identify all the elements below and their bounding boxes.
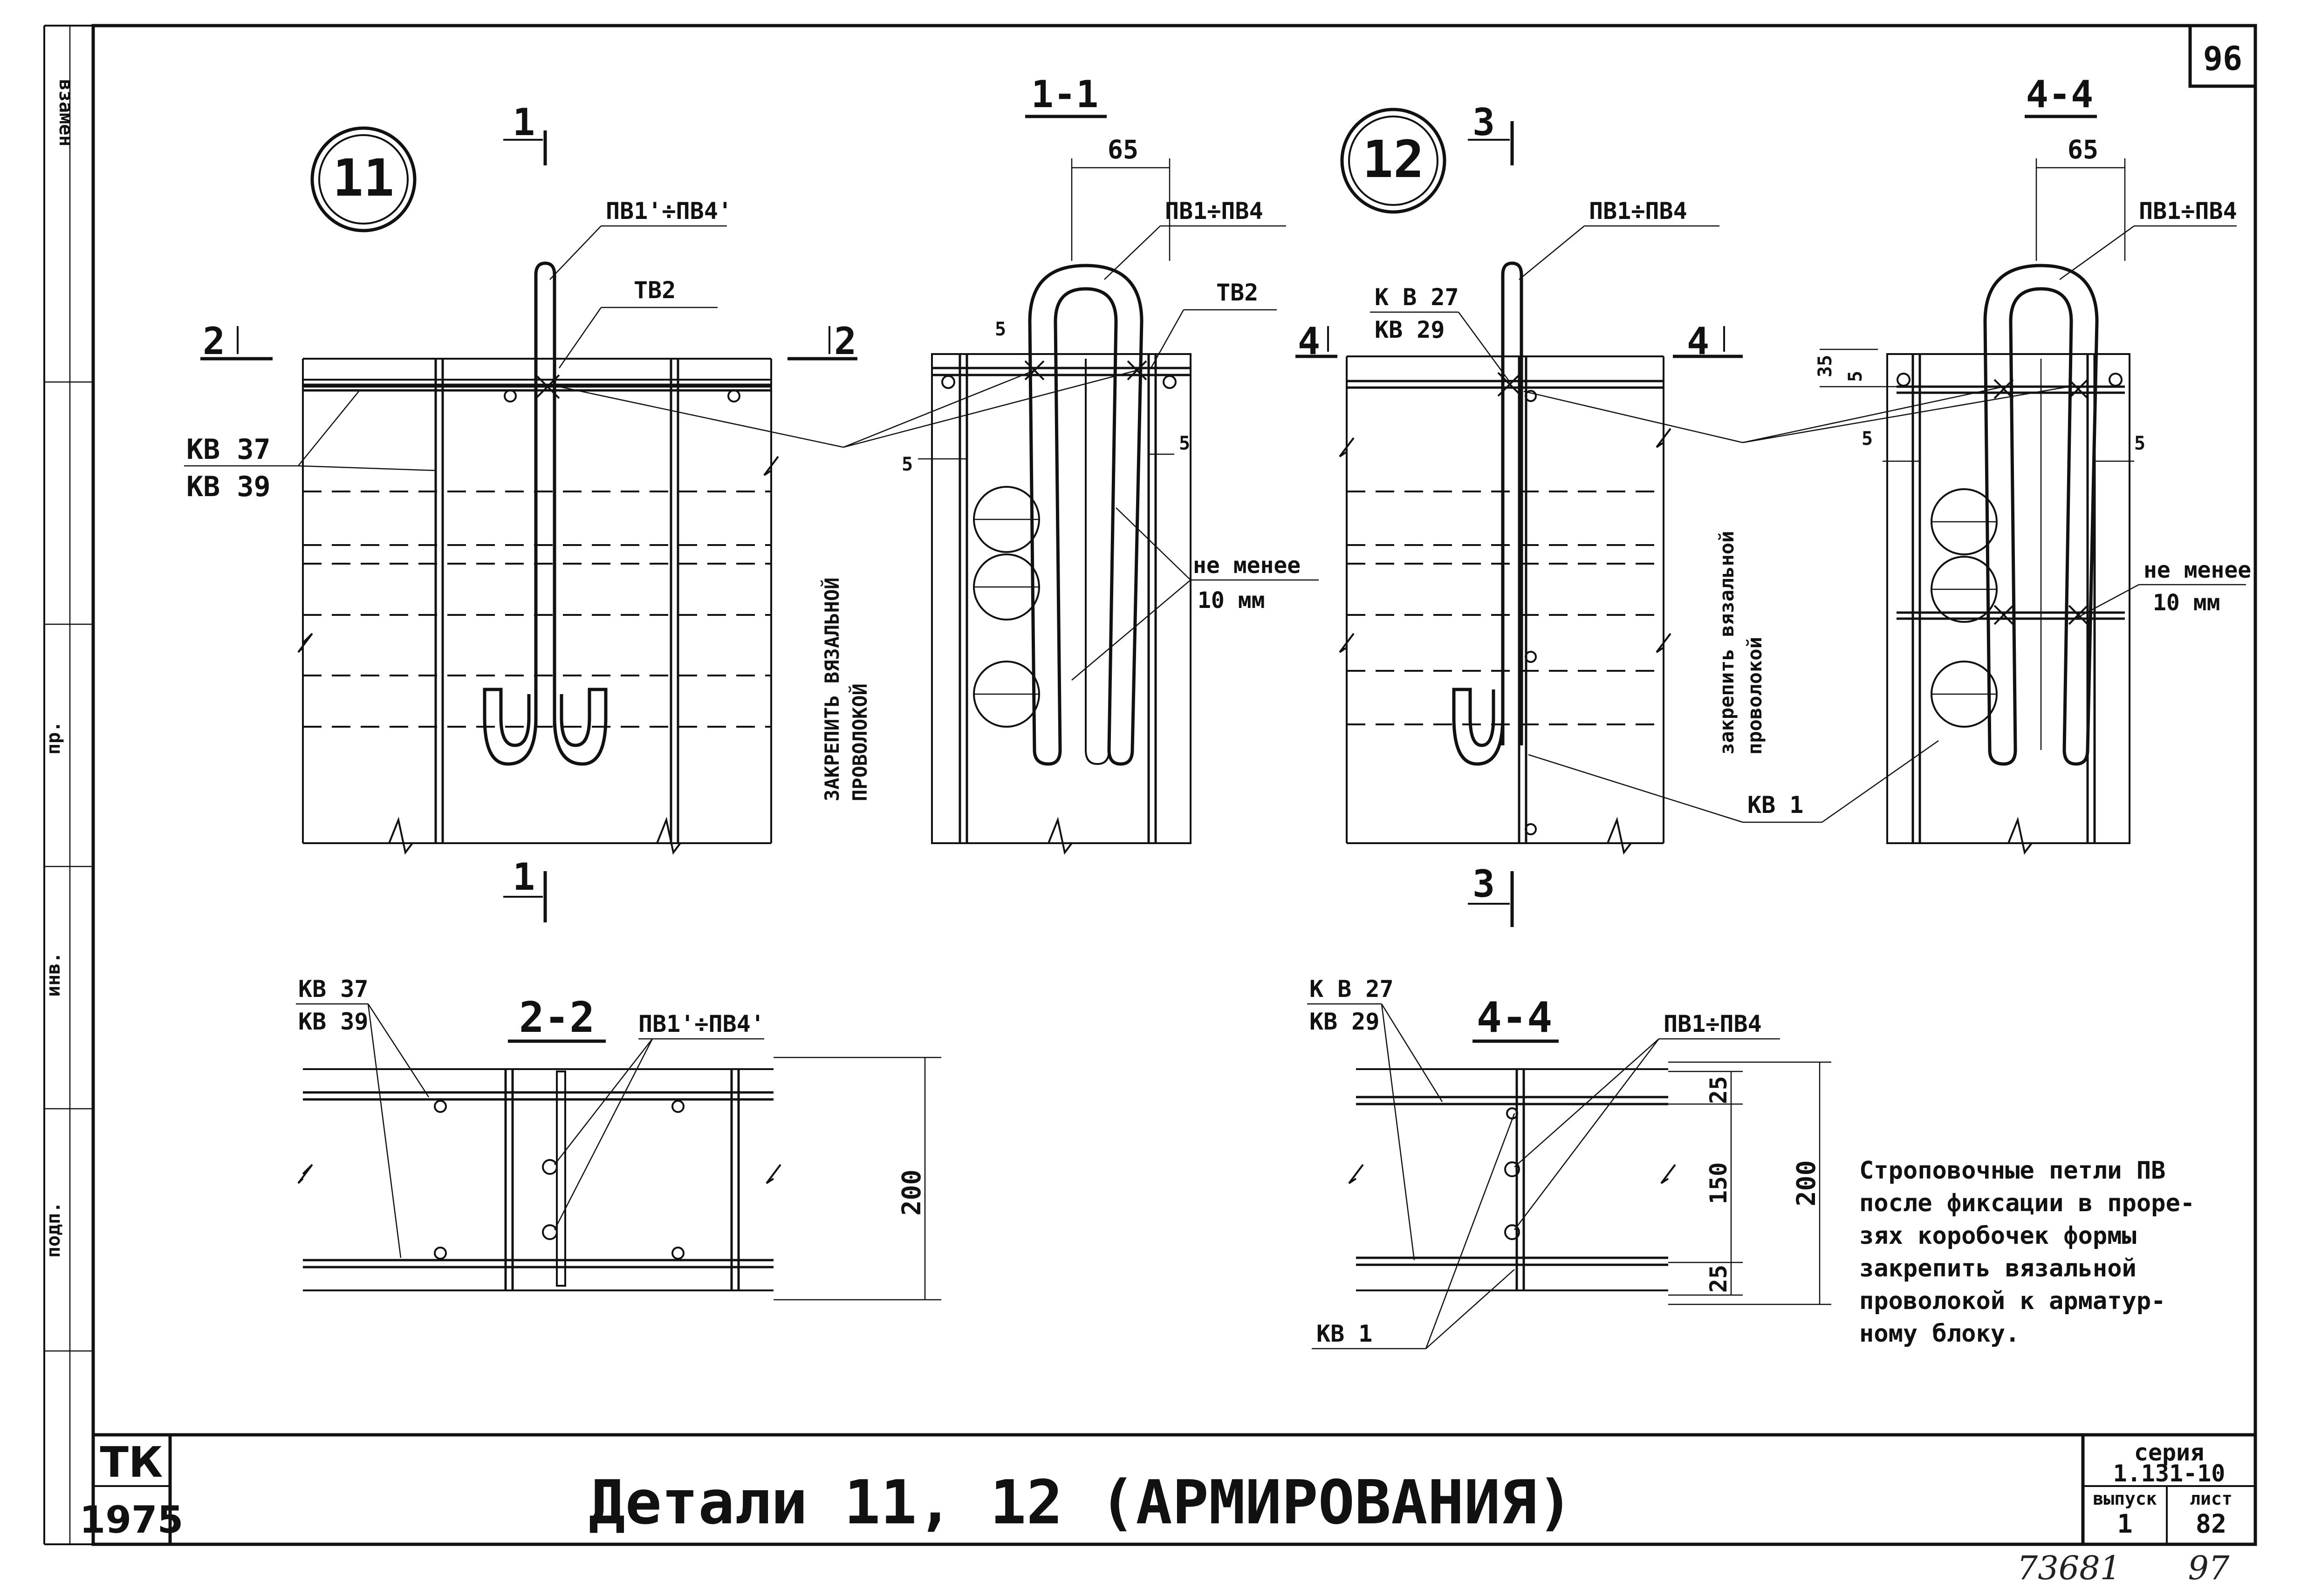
general-note: Строповочные петли ПВ после фиксации в п… (1859, 1157, 2195, 1348)
issue-value: 1 (2117, 1509, 2132, 1539)
sheet-value: 82 (2196, 1509, 2226, 1539)
detail-11-kv-bottom-label: КВ 39 (186, 471, 271, 503)
detail-12-kv-top-label: К В 27 (1375, 284, 1459, 311)
cut-2-left-label: 2 (203, 320, 225, 363)
section-1-1-pv-label: ПВ1÷ПВ4 (1165, 198, 1263, 225)
section-4-4-top-dim-5c: 5 (2134, 433, 2145, 454)
section-4-4-top-note-min-2: 10 мм (2153, 590, 2220, 616)
section-1-1-note-fix-2: ПРОВОЛОКОЙ (848, 683, 871, 801)
section-4-4-dim-150: 150 (1705, 1162, 1732, 1204)
section-1-1-note-fix-1: ЗАКРЕПИТЬ ВЯЗАЛЬНОЙ (820, 578, 843, 801)
section-1-1-note-min-2: 10 мм (1198, 587, 1265, 614)
handwritten-number-1: 73681 (2017, 1549, 2121, 1587)
cut-3-top-label: 3 (1472, 101, 1495, 144)
margin-text-2: пр. (43, 721, 64, 755)
series-value: 1.131-10 (2113, 1460, 2226, 1487)
section-4-4-note-fix-2: проволокой (1743, 637, 1766, 755)
detail-11-tv-label: ТВ2 (634, 277, 676, 304)
section-2-2-title: 2-2 (519, 993, 595, 1042)
section-2-2-pv-label: ПВ1'÷ПВ4' (638, 1010, 765, 1037)
section-4-4-top-dim-5a: 5 (1845, 371, 1866, 382)
cut-4-right-label: 4 (1687, 320, 1709, 363)
note-line-6: ному блоку. (1859, 1320, 2020, 1348)
detail-12-kv-bottom-label: КВ 29 (1375, 316, 1445, 343)
cut-4-left-label: 4 (1298, 320, 1320, 363)
section-4-4-top-dim-5b: 5 (1862, 428, 1873, 450)
section-2-2: 2-2 200 КВ 37 КВ 39 ПВ1'÷ПВ4' (296, 975, 941, 1301)
cut-2-right-label: 2 (834, 320, 856, 363)
issue-label: выпуск (2093, 1488, 2157, 1509)
section-4-4-kv1-label: КВ 1 (1316, 1320, 1372, 1347)
section-1-1-dim-5c: 5 (1179, 433, 1190, 454)
section-4-4-dim-25b: 25 (1705, 1265, 1732, 1293)
sheet-number: 96 (2203, 40, 2242, 78)
section-4-4-pv-label: ПВ1÷ПВ4 (1664, 1010, 1762, 1037)
section-1-1-note-min-1: не менее (1193, 552, 1301, 579)
sheet-label: лист (2190, 1488, 2233, 1509)
section-4-4-top: 4-4 65 ПВ1÷ПВ4 35 (1815, 73, 2251, 855)
section-4-4-top-note-min-1: не менее (2143, 557, 2251, 583)
detail-11-view: 11 (184, 101, 857, 922)
section-2-2-dim-200: 200 (897, 1169, 926, 1215)
section-1-1: 1-1 65 ПВ1÷ПВ4 ТВ2 (559, 73, 1319, 855)
detail-12-pv-label: ПВ1÷ПВ4 (1589, 198, 1687, 225)
note-line-1: Строповочные петли ПВ (1859, 1157, 2165, 1185)
detail-11-marker: 11 (333, 148, 394, 208)
note-line-3: зях коробочек формы (1859, 1222, 2137, 1250)
section-1-1-dim-5a: 5 (995, 319, 1006, 340)
note-line-5: проволокой к арматур- (1859, 1287, 2165, 1315)
margin-text-1: взамен (55, 79, 76, 147)
section-4-4-note-fix-1: закрепить вязальной (1715, 531, 1738, 755)
sheet-frame: взамен пр. инв. подп. (43, 24, 2257, 1546)
section-2-2-kv-top-label: КВ 37 (298, 975, 369, 1003)
margin-text-3: инв. (43, 952, 64, 997)
section-1-1-dim-65: 65 (1108, 135, 1138, 164)
detail-12-kv1-label: КВ 1 (1747, 791, 1803, 818)
cut-1-top-label: 1 (513, 101, 535, 144)
detail-11-kv-top-label: КВ 37 (186, 433, 271, 466)
sheet-number-box: 96 (2188, 24, 2257, 88)
section-4-4-dim-200: 200 (1791, 1160, 1821, 1206)
detail-11-pv-label: ПВ1'÷ПВ4' (606, 198, 732, 225)
handwritten-number-2: 97 (2188, 1549, 2230, 1587)
detail-12-view: 12 3 3 (1295, 101, 2069, 927)
cut-3-bottom-label: 3 (1472, 862, 1495, 906)
detail-12-marker: 12 (1363, 130, 1424, 189)
section-4-4-bottom-title: 4-4 (1477, 993, 1553, 1042)
section-4-4-top-dim-35: 35 (1815, 355, 1836, 377)
org-year: 1975 (80, 1498, 184, 1541)
section-4-4-top-pv-label: ПВ1÷ПВ4 (2139, 198, 2237, 225)
org-code: ТК (100, 1438, 163, 1487)
section-4-4-top-dim-65: 65 (2068, 135, 2098, 164)
title-block: ТК 1975 Детали 11, 12 (АРМИРОВАНИЯ) сери… (80, 1433, 2255, 1587)
section-4-4-top-title: 4-4 (2026, 73, 2094, 116)
section-1-1-title: 1-1 (1031, 73, 1099, 116)
section-2-2-kv-bottom-label: КВ 39 (298, 1008, 369, 1035)
cut-1-bottom-label: 1 (513, 855, 535, 899)
section-1-1-dim-5b: 5 (902, 454, 913, 475)
series-label: серия (2134, 1439, 2205, 1466)
section-4-4-dim-25a: 25 (1705, 1076, 1732, 1104)
margin-text-4: подп. (43, 1202, 64, 1258)
section-4-4-kv-top-label: К В 27 (1309, 975, 1394, 1003)
drawing-title: Детали 11, 12 (АРМИРОВАНИЯ) (589, 1467, 1573, 1538)
section-1-1-tv-label: ТВ2 (1216, 279, 1258, 306)
note-line-4: закрепить вязальной (1859, 1255, 2137, 1282)
section-4-4-kv-bottom-label: КВ 29 (1309, 1008, 1380, 1035)
note-line-2: после фиксации в проре- (1859, 1189, 2195, 1217)
section-4-4-bottom: 4-4 25 150 25 200 К В 27 КВ 29 ПВ1÷ПВ (1307, 975, 1831, 1350)
